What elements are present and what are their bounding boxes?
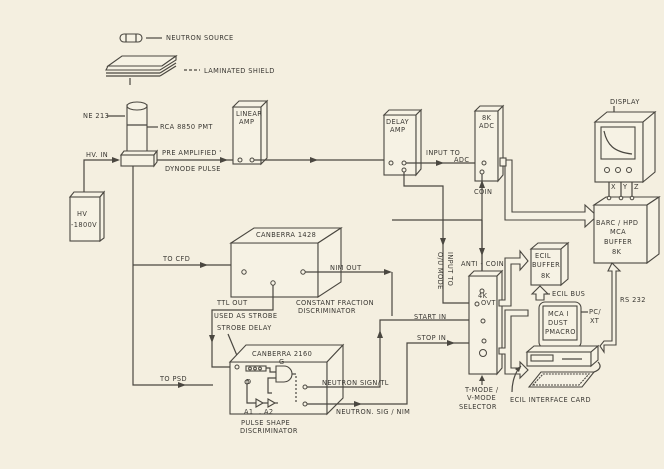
keyboard-icon	[527, 361, 601, 388]
neutron-source-icon	[119, 33, 162, 43]
neutron-sig-nim-label: NEUTRON. SIG / NIM	[336, 408, 410, 416]
preamp-label-1: PRE AMPLIFIED '	[162, 149, 222, 157]
selector-label-2: V-MODE	[467, 394, 496, 402]
hv-supply	[68, 190, 106, 243]
pc-xt-label-2: XT	[590, 317, 600, 325]
start-in-label: START IN	[414, 313, 447, 321]
laminated-shield-label: LAMINATED SHIELD	[204, 67, 275, 75]
ecil-buffer-label-1: ECIL	[535, 252, 551, 260]
preamp-label-2: DYNODE PULSE	[165, 165, 221, 173]
anti-coin-label: ANTI - COIN	[461, 260, 504, 268]
selector-to-pc-arrow	[498, 309, 529, 380]
input-to-label-2: O/U MODE	[436, 252, 444, 290]
mca-label-4: 8K	[612, 248, 622, 256]
to-psd-label: TO PSD	[159, 375, 187, 383]
stop-in-label: STOP IN	[417, 334, 446, 342]
rs232-link	[599, 262, 622, 354]
pc-screen-line-3: PMACRO	[545, 328, 576, 336]
strobe-delay-label: STROBE DELAY	[217, 324, 272, 332]
to-cfd-label: TO CFD	[162, 255, 190, 263]
linear-amp-label-2: AMP	[239, 118, 254, 126]
neutron-sig-ttl-label: NEUTRON SIGN/TL	[322, 379, 389, 387]
ttl-out-label: TTL OUT	[216, 299, 248, 307]
display-label: DISPLAY	[610, 98, 640, 106]
mode-selector	[467, 269, 504, 376]
psd-canberra-2160	[228, 343, 345, 416]
selector-label-1: T-MODE /	[464, 386, 499, 394]
used-as-strobe-label: USED AS STROBE	[214, 312, 277, 320]
mca-label-3: BUFFER	[604, 238, 632, 246]
ecil-bus-label: ECIL BUS	[552, 290, 585, 298]
display-oscilloscope	[593, 106, 657, 196]
coin-in-label: COIN	[474, 188, 492, 196]
ne213-label: NE 213	[83, 112, 109, 120]
selector-to-ecil-arrow	[498, 249, 529, 307]
delay-amp-label-2: AMP	[390, 126, 405, 134]
display-x-label: X	[611, 183, 616, 191]
cfd-canberra-1428	[229, 226, 343, 299]
pc-screen-line-2: DUST	[548, 319, 568, 327]
rs232-label: RS 232	[620, 296, 646, 304]
psd-desc-1: PULSE SHAPE	[241, 419, 290, 427]
pmt-label: RCA 8850 PMT	[160, 123, 213, 131]
adc-input-label-1: INPUT TO	[426, 149, 460, 157]
cfd-desc-1: CONSTANT FRACTION	[296, 299, 374, 307]
linear-amp	[231, 99, 269, 166]
psd-d-label: D	[246, 378, 251, 386]
adc-label-1: 8K	[482, 114, 492, 122]
ecil-interface-card-label: ECIL INTERFACE CARD	[510, 396, 591, 404]
pc-screen-line-1: MCA I	[548, 310, 569, 318]
display-y-label: Y	[622, 183, 628, 191]
pc-xt-label-1: PC/	[589, 308, 601, 316]
psd-a2-label: . A2	[259, 408, 274, 416]
ecil-buffer	[529, 241, 570, 287]
selector-label-3: SELECTOR	[459, 403, 497, 411]
adc-label-2: ADC	[479, 122, 494, 130]
input-to-label-1: INPUT TO	[446, 252, 454, 286]
psd-name: CANBERRA 2160	[252, 350, 312, 358]
4k-label: 4K	[478, 292, 488, 300]
pc-computer	[525, 301, 600, 368]
mca-label-1: BARC / HPD	[596, 219, 638, 227]
mca-buffer	[592, 195, 661, 265]
linear-amp-label-1: LINEAR	[236, 110, 262, 118]
hv-voltage: -1800V	[71, 221, 97, 229]
pmt-detector	[119, 78, 159, 168]
cfd-desc-2: DISCRIMINATOR	[298, 307, 356, 315]
input-to-ou-mode-label: INPUT TO O/U MODE	[436, 252, 454, 290]
nim-out-label: NIM OUT	[330, 264, 362, 272]
ecil-buffer-label-3: 8K	[541, 272, 551, 280]
adc-input-label-2: ADC	[454, 156, 469, 164]
adc-to-mca-arrow	[504, 159, 598, 229]
psd-g-label: G	[279, 358, 285, 366]
neutron-source-label: NEUTRON SOURCE	[166, 34, 234, 42]
adc-8k	[473, 104, 507, 183]
hv-label: HV	[77, 210, 87, 218]
psd-a1-label: A1	[244, 408, 254, 416]
ovt-label: OVT	[481, 299, 496, 307]
hv-in-label: HV. IN	[86, 151, 108, 159]
delay-amp	[382, 108, 423, 177]
cfd-name: CANBERRA 1428	[256, 231, 316, 239]
ecil-bus-arrow	[530, 285, 550, 301]
ecil-buffer-label-2: BUFFER	[532, 261, 560, 269]
display-z-label: Z	[634, 183, 639, 191]
laminated-shield-icon	[105, 54, 200, 77]
psd-desc-2: DISCRIMINATOR	[240, 427, 298, 435]
mca-label-2: MCA	[610, 228, 626, 236]
delay-amp-label-1: DELAY	[386, 118, 410, 126]
